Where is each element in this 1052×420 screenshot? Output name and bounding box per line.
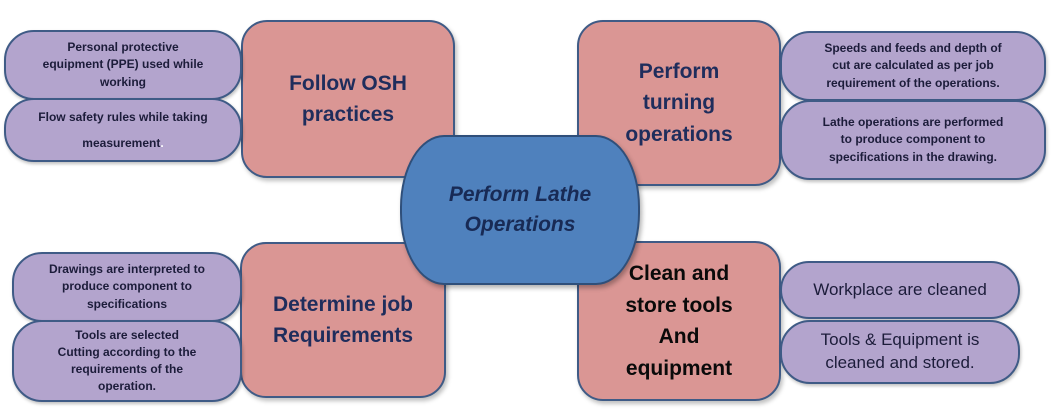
subnode-text-line: cleaned and stored. — [825, 353, 975, 372]
subnode-text-line: Drawings are interpreted to — [48, 261, 206, 276]
subnode-text-line: cut are calculated as per job — [832, 58, 994, 73]
node-title-line: Determine job — [272, 292, 413, 316]
subnode-text-line: specifications in the drawing. — [828, 149, 998, 164]
subnode-text-line: specifications — [86, 296, 167, 311]
node-title-line: turning — [642, 91, 716, 115]
subnode-text-line: Flow safety rules while taking — [38, 109, 208, 124]
subnode-text-line: Personal protective — [67, 39, 179, 54]
subnode-speeds-feeds: Speeds and feeds and depth of cut are ca… — [780, 31, 1046, 101]
subnode-text-line: Cutting according to the — [57, 345, 197, 360]
subnode-text-line: equipment (PPE) used while — [42, 57, 204, 72]
subnode-tools-selected: Tools are selected Cutting according to … — [12, 320, 242, 402]
subnode-text-line: to produce component to — [840, 132, 986, 147]
subnode-text-line: requirement of the operations. — [826, 75, 1000, 90]
trailing-dot: . — [160, 136, 164, 150]
subnode-text-line: Speeds and feeds and depth of — [824, 40, 1002, 55]
subnode-text-line: working — [99, 74, 146, 89]
subnode-lathe-operations-performed: Lathe operations are performed to produc… — [780, 100, 1046, 180]
subnode-text-line: measurement — [82, 136, 161, 150]
subnode-text-line: Tools & Equipment is — [820, 330, 980, 350]
subnode-safety-rules: Flow safety rules while taking measureme… — [4, 98, 242, 162]
node-title-line: equipment — [625, 356, 733, 380]
node-title-line: store tools — [625, 293, 733, 317]
subnode-text-line: Lathe operations are performed — [822, 114, 1004, 129]
node-follow-osh-practices: Follow OSH practices — [241, 20, 455, 178]
node-title-line: Follow OSH — [289, 71, 407, 95]
subnode-text-line: operation. — [97, 378, 156, 393]
subnode-text-line: produce component to — [61, 279, 192, 294]
center-title-line: Perform Lathe — [448, 182, 592, 206]
subnode-tools-equipment-cleaned: Tools & Equipment is cleaned and stored. — [780, 320, 1020, 384]
subnode-text-line: requirements of the — [70, 362, 184, 376]
center-title-line: Operations — [464, 213, 576, 236]
node-title-line: Requirements — [272, 324, 414, 347]
subnode-drawings-interpreted: Drawings are interpreted to produce comp… — [12, 252, 242, 322]
node-determine-job-requirements: Determine job Requirements — [240, 242, 446, 398]
subnode-text-line: Tools are selected — [75, 328, 179, 343]
node-title-line: Perform — [638, 60, 720, 84]
subnode-ppe-used: Personal protective equipment (PPE) used… — [4, 30, 242, 100]
node-title-line: practices — [301, 103, 395, 126]
node-title-line: And — [658, 325, 700, 348]
node-title-line: Clean and — [628, 262, 730, 285]
node-title-line: operations — [625, 122, 733, 146]
subnode-text-line: Workplace are cleaned — [813, 279, 987, 299]
subnode-workplace-cleaned: Workplace are cleaned — [780, 261, 1020, 319]
center-node-perform-lathe-operations: Perform Lathe Operations — [400, 135, 640, 285]
